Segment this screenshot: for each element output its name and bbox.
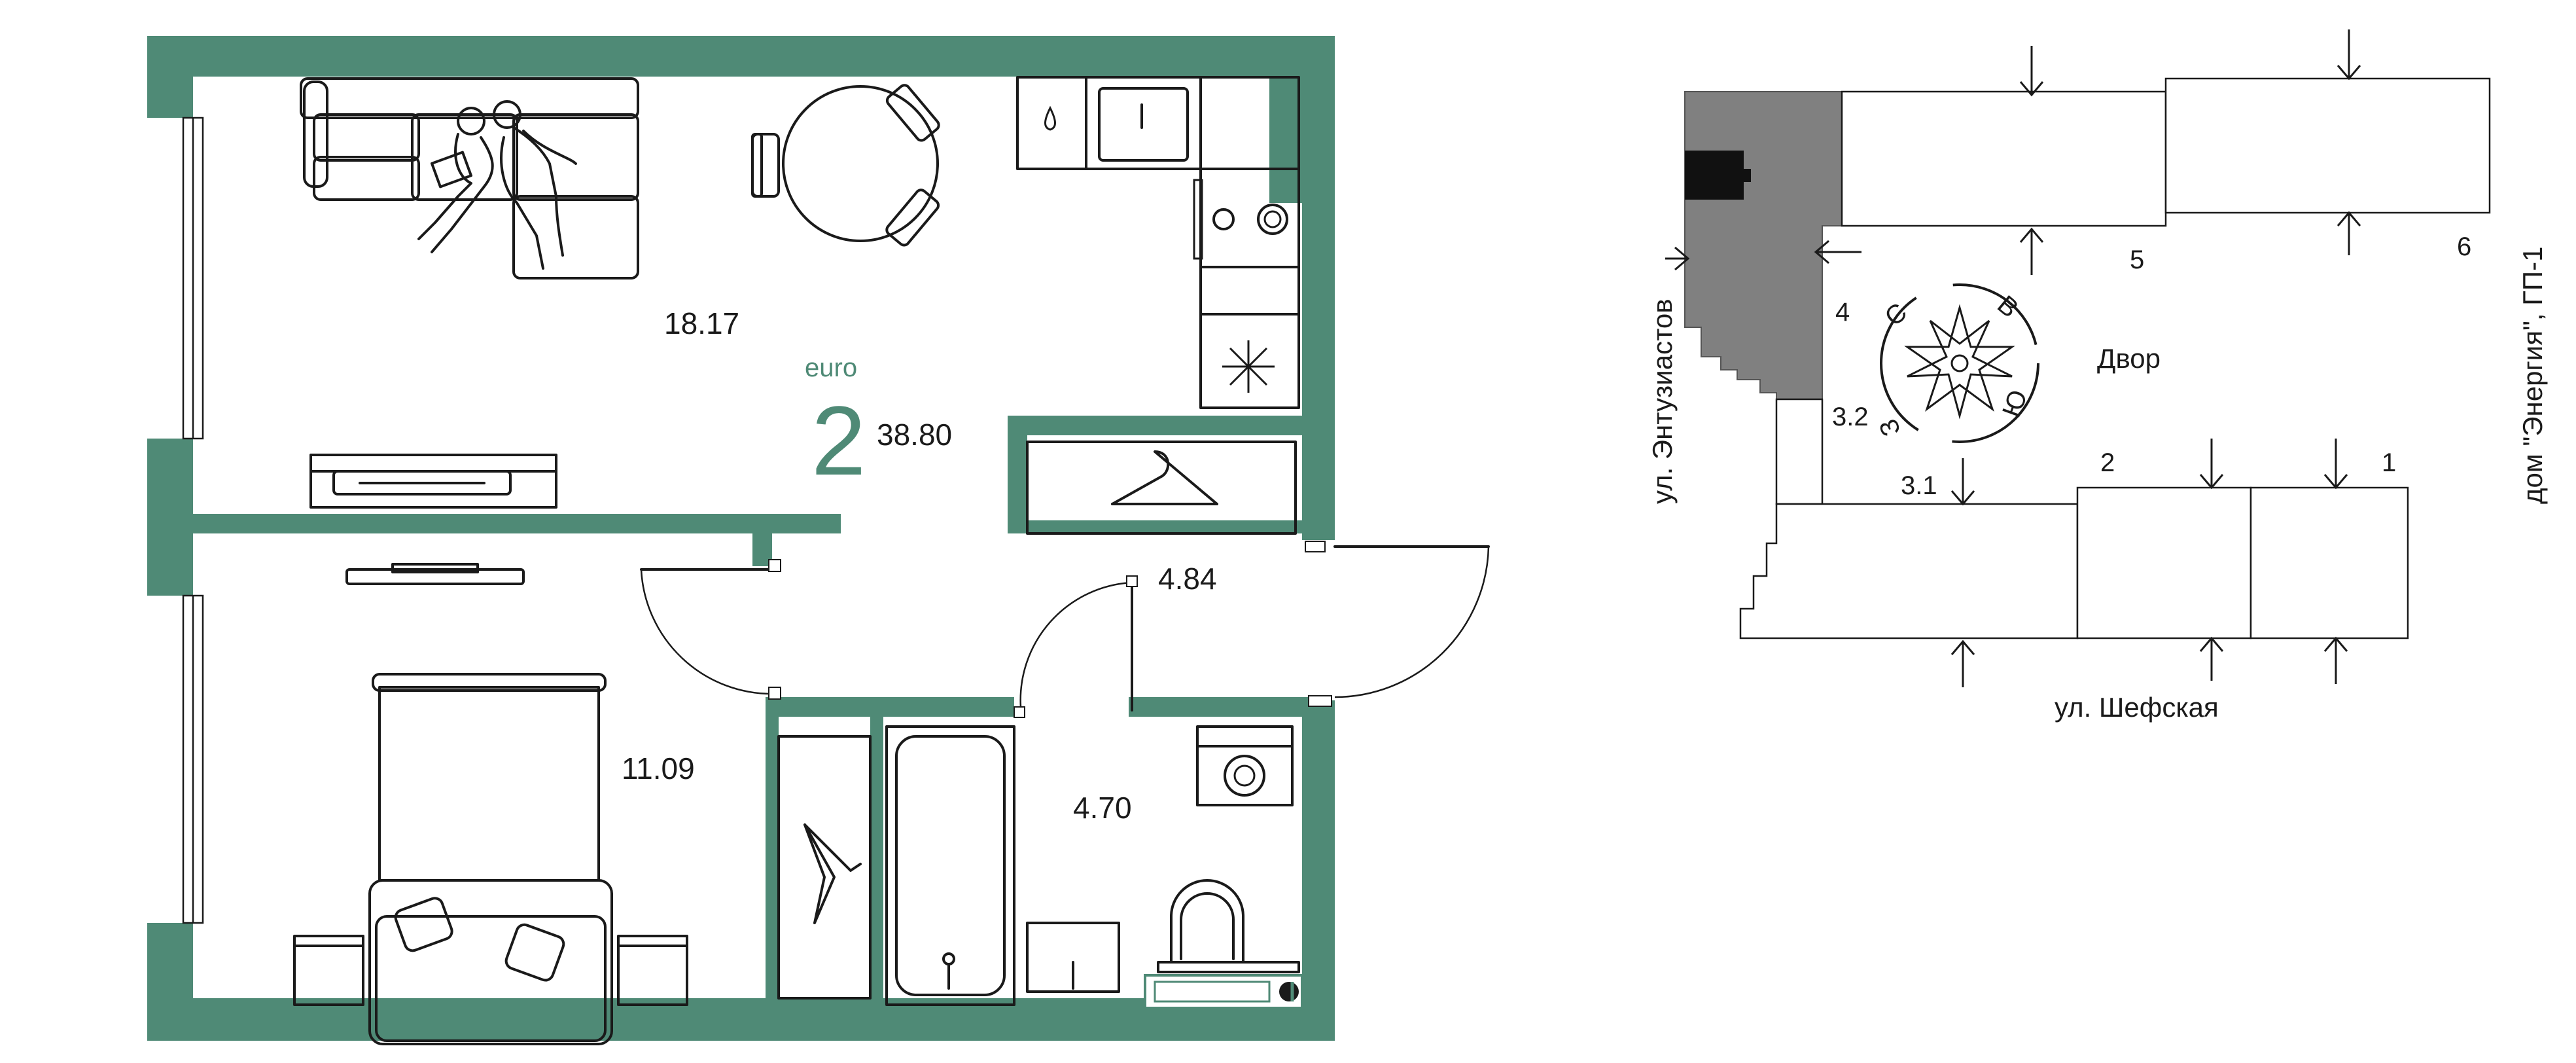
snowflake-icon (1222, 340, 1275, 393)
nightstands (293, 935, 688, 1006)
wardrobe-hall (1026, 441, 1297, 535)
section-5: 5 (2130, 245, 2144, 274)
bedroom-area-label: 11.09 (622, 751, 695, 785)
section-4: 4 (1835, 298, 1850, 327)
bathroom-sink (1026, 922, 1120, 993)
hallway-area-label: 4.84 (1158, 562, 1217, 596)
highlighted-building (1684, 91, 1843, 400)
bed (368, 673, 613, 1045)
doors (640, 541, 1490, 718)
street-south: ул. Шефская (2055, 692, 2219, 723)
exterior-walls (147, 36, 1335, 1041)
apartment-type-label: euro (805, 353, 857, 382)
people-figures (417, 100, 577, 270)
water-drop-icon (1044, 105, 1056, 131)
washing-machine (1196, 725, 1294, 806)
dining-table (751, 84, 940, 247)
rooms-count: 2 (811, 386, 866, 495)
building-6 (2164, 77, 2491, 214)
site-map: С В Ю З 1 2 3.1 3.2 4 5 6 Двор ул. Шефск… (1647, 29, 2548, 723)
bathtub (885, 725, 1015, 1006)
tv-stand-bedroom (345, 563, 525, 585)
street-east: дом "Энергия", ГП-1 (2517, 247, 2548, 504)
building-3-2 (1775, 398, 1824, 505)
section-6: 6 (2457, 232, 2471, 261)
section-3-2: 3.2 (1832, 403, 1869, 431)
building-2 (2076, 486, 2252, 640)
section-3-1: 3.1 (1901, 471, 1937, 500)
compass-west: З (1874, 415, 1907, 440)
section-1: 1 (2382, 448, 2396, 477)
building-5 (1841, 90, 2167, 227)
compass-rose-icon (1880, 283, 2039, 443)
entrance-arrows (1665, 29, 2361, 687)
section-2: 2 (2100, 448, 2115, 477)
building-3-1 (1739, 503, 2079, 640)
toilet (1144, 879, 1303, 1009)
building-marker (1685, 151, 1744, 200)
windows (182, 117, 204, 924)
street-west: ул. Энтузиастов (1647, 298, 1678, 504)
kitchen-counter (1016, 76, 1300, 409)
tv-stand-living (309, 454, 557, 509)
bathroom-area-label: 4.70 (1073, 791, 1132, 825)
courtyard-label: Двор (2097, 343, 2161, 374)
compass-south: Ю (1997, 386, 2033, 421)
wardrobe-bedroom (777, 735, 872, 1000)
interior-walls (190, 416, 1309, 1011)
building-1 (2250, 486, 2409, 640)
sofa (300, 77, 639, 279)
total-area-label: 38.80 (877, 418, 952, 452)
living-area-label: 18.17 (664, 306, 739, 340)
compass-north: С (1880, 298, 1913, 332)
